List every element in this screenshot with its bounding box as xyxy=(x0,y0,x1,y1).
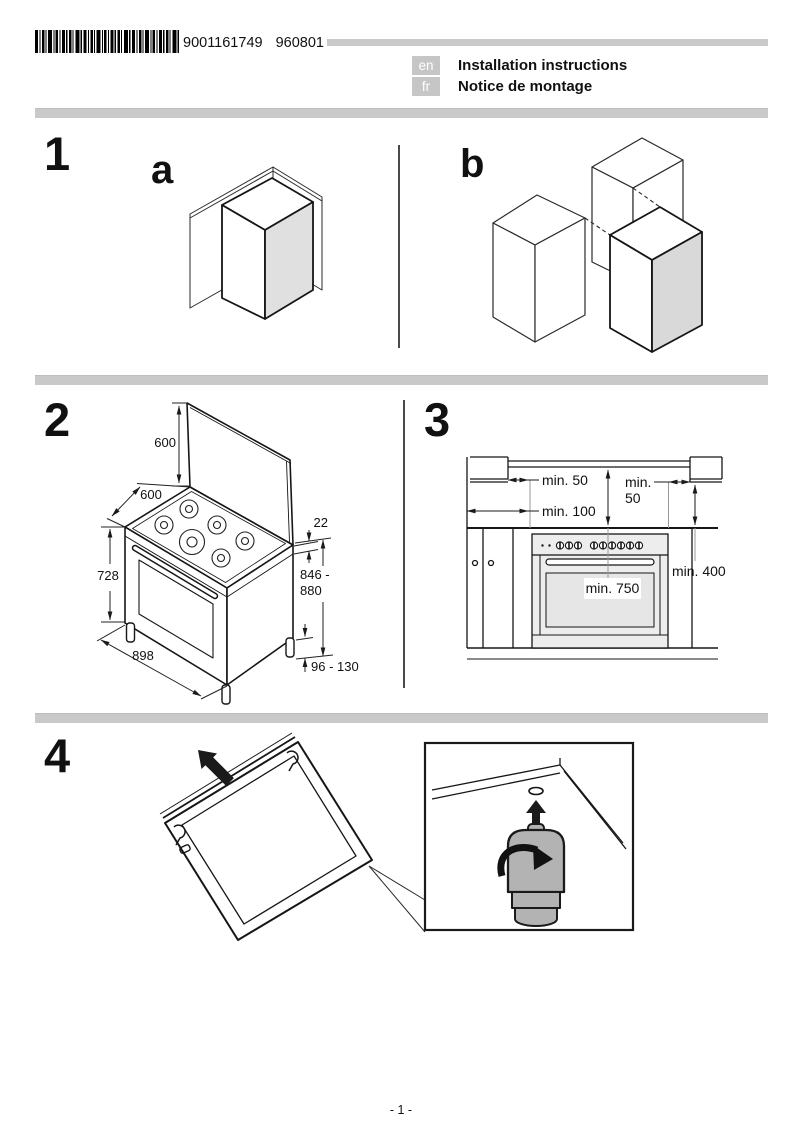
barcode-number: 9001161749 xyxy=(183,35,263,51)
foot-screw-hole xyxy=(528,786,544,796)
language-row-fr: fr Notice de montage xyxy=(412,77,592,96)
hood-clearance-label-box xyxy=(584,578,641,599)
dim-depth: 600 xyxy=(140,487,162,502)
cabinet-handle-hole xyxy=(471,559,479,567)
figure-4-lid-and-foot xyxy=(159,732,635,941)
dim-lid-height: 600 xyxy=(154,435,176,450)
gas-burners xyxy=(154,499,255,568)
figure-1b-label: b xyxy=(460,142,485,186)
doc-title-fr: Notice de montage xyxy=(458,78,593,95)
oven-door-window xyxy=(138,559,214,659)
hinge-pin xyxy=(179,844,191,854)
figure-1a-corner-placement xyxy=(189,166,323,320)
appliance-underside-corner xyxy=(431,758,627,850)
oven-handle xyxy=(131,544,219,600)
barcode xyxy=(35,30,180,53)
insert-up-arrow-icon xyxy=(526,800,546,823)
cooker-leg xyxy=(285,637,295,658)
dim-cupboard-height: min. 400 xyxy=(672,563,726,579)
control-knobs xyxy=(555,541,644,550)
cooker-leg xyxy=(125,622,136,643)
dim-total-height-max: 880 xyxy=(300,583,322,598)
control-panel-dots xyxy=(541,544,551,547)
section-divider-1 xyxy=(35,108,768,118)
figure-2-cooker-dimensions: 600 600 22 728 846 - 880 898 96 - 130 xyxy=(96,402,359,705)
lid-hinge-hook xyxy=(286,750,299,772)
oven-handle xyxy=(545,558,655,566)
appliance-box xyxy=(221,177,314,320)
barcode-code: 960801 xyxy=(275,35,324,51)
appliance-box xyxy=(609,206,703,353)
remove-direction-arrow-icon xyxy=(198,750,234,786)
adjustable-foot xyxy=(506,823,566,927)
rotate-arrow-icon xyxy=(497,844,553,877)
dim-left-gap: min. 50 xyxy=(542,472,588,488)
cooker-leg xyxy=(221,684,231,705)
dim-hood-clearance: min. 750 xyxy=(586,580,640,596)
step-2-number: 2 xyxy=(44,393,70,446)
step-3-number: 3 xyxy=(424,393,450,446)
section-divider-2 xyxy=(35,375,768,385)
dim-right-gap-line2: 50 xyxy=(625,490,641,506)
figure-1-separator xyxy=(398,145,400,348)
dim-total-height-min: 846 - xyxy=(300,567,330,582)
cabinet-handle-hole xyxy=(487,559,495,567)
language-row-en: en Installation instructions xyxy=(412,56,627,75)
language-badge-fr: fr xyxy=(412,77,440,96)
figure-1b-row-placement xyxy=(492,137,703,353)
figure-2-separator xyxy=(403,400,405,688)
dim-wall-gap: min. 100 xyxy=(542,503,596,519)
language-badge-en: en xyxy=(412,56,440,75)
dim-body-height: 728 xyxy=(97,568,119,583)
figure-3-installation-clearances: min. 50 min. 50 min. 100 min. 400 min. 7… xyxy=(466,456,726,660)
lid-hinge-hook xyxy=(173,824,186,846)
lid-panel xyxy=(159,732,373,941)
step-4-number: 4 xyxy=(44,729,70,782)
header-rule xyxy=(327,39,768,46)
figure-1a-label: a xyxy=(151,148,174,192)
doc-title-en: Installation instructions xyxy=(458,57,628,74)
barcode-text: 9001161749 960801 xyxy=(183,35,324,51)
dim-hob-edge: 22 xyxy=(314,515,328,530)
dim-width: 898 xyxy=(132,648,154,663)
dim-feet-height: 96 - 130 xyxy=(311,659,359,674)
step-1-number: 1 xyxy=(44,127,70,180)
section-divider-3 xyxy=(35,713,768,723)
dim-right-gap-line1: min. xyxy=(625,474,651,490)
page-number: - 1 - xyxy=(389,1103,413,1117)
